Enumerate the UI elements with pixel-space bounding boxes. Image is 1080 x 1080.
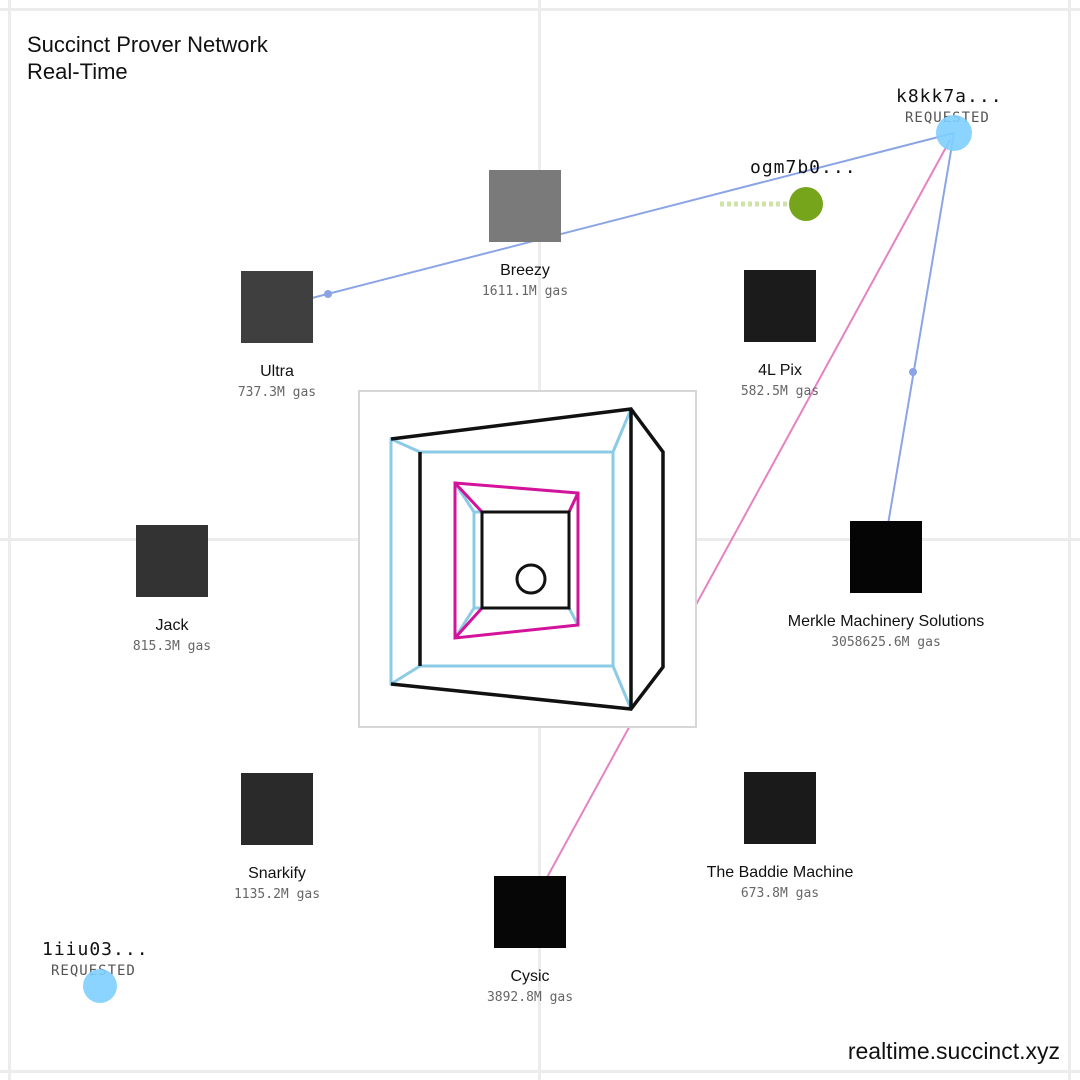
request-node[interactable] [936, 115, 972, 151]
prover-merkle-machinery-solutions[interactable]: Merkle Machinery Solutions 3058625.6M ga… [736, 521, 1036, 650]
link-k8kk7a-cysic [526, 139, 951, 915]
prover-gas: 673.8M gas [740, 886, 820, 901]
link-k8kk7a-merkle [881, 132, 955, 561]
prover-name: Cysic [510, 968, 550, 985]
prover-snarkify[interactable]: Snarkify 1135.2M gas [167, 773, 387, 902]
prover-gas: 582.5M gas [740, 384, 820, 399]
prover-jack[interactable]: Jack 815.3M gas [62, 525, 282, 654]
prover-name: Ultra [260, 363, 294, 380]
prover-breezy[interactable]: Breezy 1611.1M gas [415, 170, 635, 299]
prover-gas: 1611.1M gas [481, 284, 569, 299]
prover-gas: 3058625.6M gas [831, 635, 941, 650]
prover-square-icon [241, 271, 313, 343]
assigned-request-node[interactable] [789, 187, 823, 221]
request-id: k8kk7a... [896, 86, 1003, 107]
prover-gas: 737.3M gas [237, 385, 317, 400]
central-cube-icon [358, 390, 697, 728]
prover-name: 4L Pix [758, 362, 802, 379]
prover-square-icon [489, 170, 561, 242]
prover-cysic[interactable]: Cysic 3892.8M gas [420, 876, 640, 1005]
prover-name: Snarkify [248, 865, 306, 882]
prover-4l-pix[interactable]: 4L Pix 582.5M gas [670, 270, 890, 399]
prover-name: Breezy [500, 262, 550, 279]
prover-ultra[interactable]: Ultra 737.3M gas [167, 271, 387, 400]
link-k8kk7a-ultra [276, 132, 955, 308]
prover-gas: 1135.2M gas [233, 887, 321, 902]
prover-square-icon [744, 772, 816, 844]
link-packet [324, 290, 332, 298]
prover-name: Merkle Machinery Solutions [787, 613, 985, 630]
title-line-1: Succinct Prover Network [27, 32, 268, 57]
page-title: Succinct Prover Network Real-Time [27, 31, 268, 85]
request-node[interactable] [83, 969, 117, 1003]
prover-square-icon [494, 876, 566, 948]
prover-name: The Baddie Machine [706, 864, 854, 881]
prover-square-icon [850, 521, 922, 593]
prover-gas: 815.3M gas [132, 639, 212, 654]
footer-url[interactable]: realtime.succinct.xyz [847, 1038, 1060, 1064]
request-id: ogm7b0... [750, 157, 857, 178]
prover-the-baddie-machine[interactable]: The Baddie Machine 673.8M gas [670, 772, 890, 901]
title-line-2: Real-Time [27, 59, 128, 84]
request-id: 1iiu03... [42, 939, 149, 960]
prover-gas: 3892.8M gas [486, 990, 574, 1005]
prover-square-icon [241, 773, 313, 845]
prover-square-icon [136, 525, 208, 597]
prover-square-icon [744, 270, 816, 342]
link-packet [909, 368, 917, 376]
prover-name: Jack [155, 617, 189, 634]
